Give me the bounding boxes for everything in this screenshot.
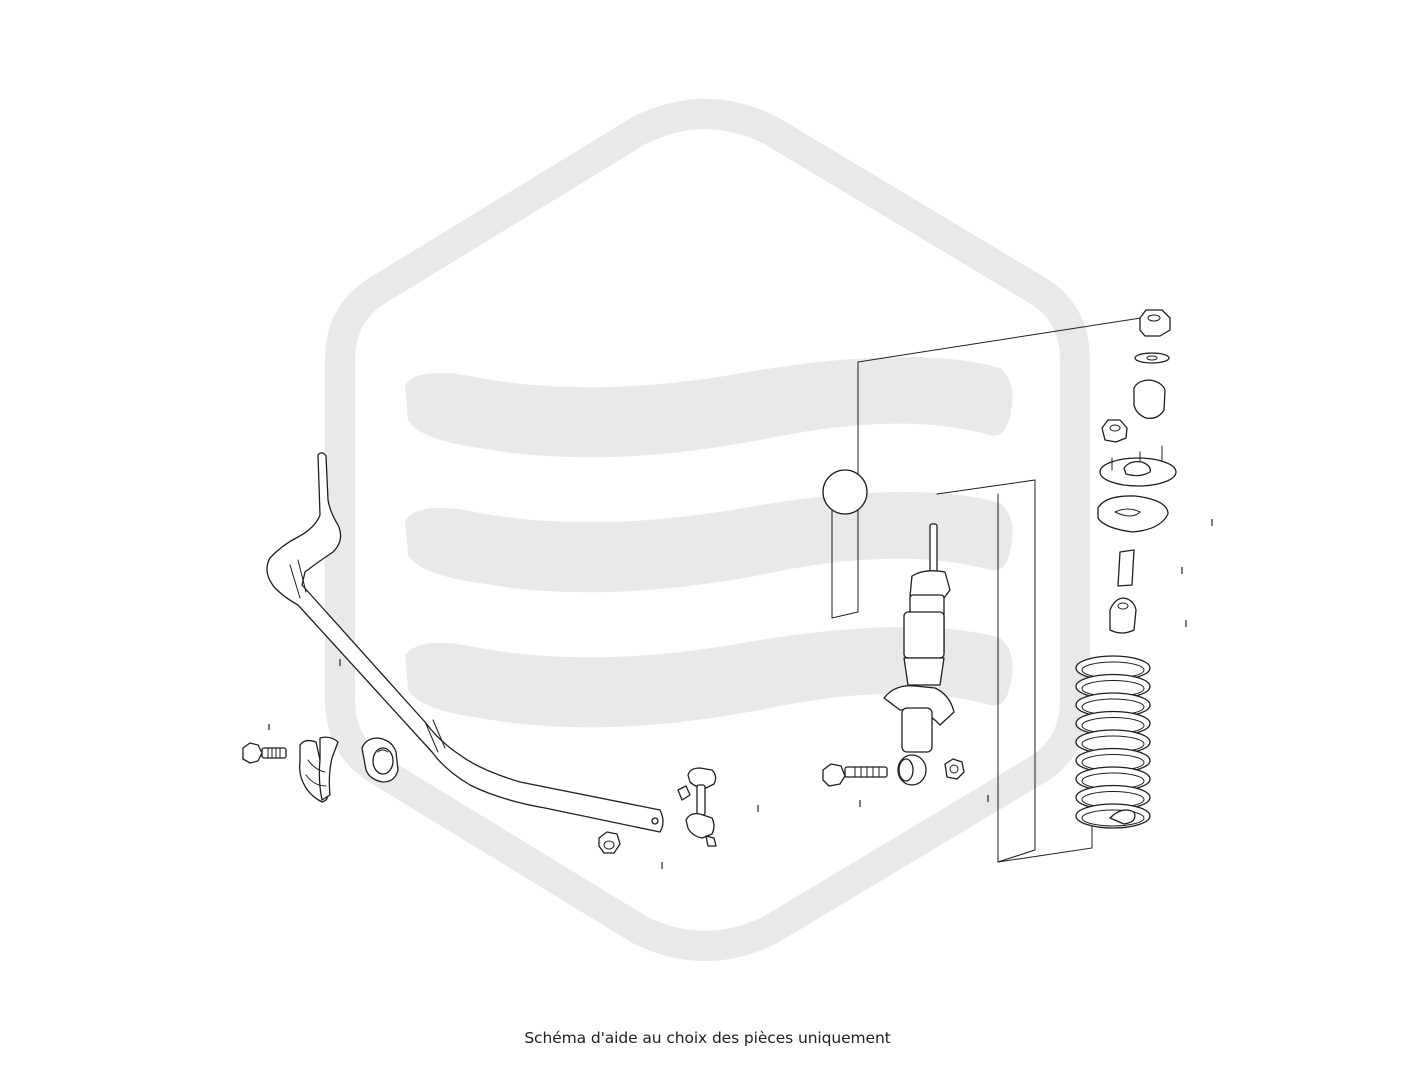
- shock-bolt: [822, 763, 888, 787]
- shock-bushing: [897, 754, 927, 786]
- diagram-caption: Schéma d'aide au choix des pièces unique…: [524, 1029, 891, 1047]
- watermark-wave-2: [405, 491, 1013, 593]
- stabilizer-link: [677, 767, 717, 847]
- spring-coil-inner: [1081, 809, 1145, 827]
- stabilizer-bolt: [242, 742, 287, 764]
- upper-bushing: [1133, 379, 1166, 419]
- shock-nut: [944, 758, 965, 780]
- watermark-logo-icon: [325, 99, 1090, 961]
- stabilizer-bracket: [298, 736, 339, 803]
- washer: [1134, 352, 1170, 364]
- callout-ticks-left: [268, 519, 1213, 869]
- top-mount: [1099, 445, 1177, 487]
- stabilizer-nut: [598, 831, 621, 854]
- bump-stop: [1109, 597, 1137, 634]
- spring-seat: [1097, 495, 1169, 533]
- shock-absorber: [883, 523, 955, 753]
- stabilizer-bar: [266, 452, 664, 833]
- watermark-wave-1: [405, 356, 1013, 458]
- coil-spring: [1075, 655, 1151, 829]
- spring-end: [1109, 809, 1136, 825]
- callout-lines: [822, 314, 1161, 863]
- watermark-hexagon: [325, 99, 1090, 961]
- flange-nut: [1101, 419, 1128, 443]
- spacer-sleeve: [1117, 549, 1135, 587]
- top-nut: [1139, 309, 1171, 337]
- watermark-wave-3: [405, 626, 1013, 728]
- stabilizer-bushing: [361, 737, 399, 783]
